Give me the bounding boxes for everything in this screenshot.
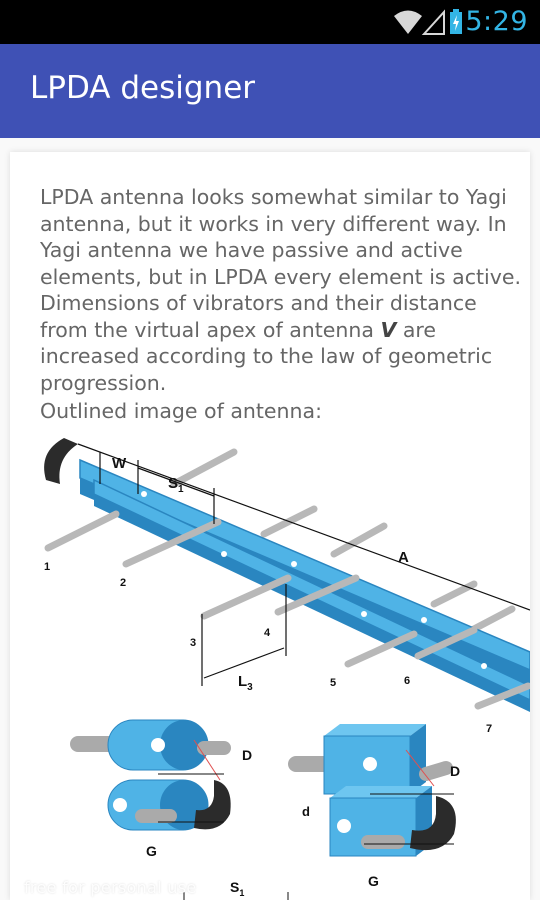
feed-cable (44, 438, 78, 484)
antenna-elements-front (44, 510, 532, 710)
label-l3: L3 (238, 673, 253, 693)
label-g-left: G (146, 843, 157, 859)
element-number-7: 7 (486, 723, 492, 735)
description-text-1: LPDA antenna looks somewhat similar to Y… (40, 185, 521, 342)
signal-icon (421, 9, 445, 35)
content-card: LPDA antenna looks somewhat similar to Y… (10, 152, 532, 900)
label-w: W (112, 455, 127, 472)
element-number-2: 2 (120, 577, 126, 589)
element-number-1: 1 (44, 561, 50, 573)
description-paragraph: LPDA antenna looks somewhat similar to Y… (40, 184, 526, 396)
description-text-2: are increased according to the law of ge… (40, 317, 493, 395)
watermark: free for personal use (24, 878, 197, 897)
bottom-s1-dimension (183, 892, 289, 900)
status-icons (392, 8, 464, 36)
element-number-5: 5 (330, 677, 336, 689)
wifi-icon (394, 10, 422, 34)
content-scroll-area[interactable]: LPDA antenna looks somewhat similar to Y… (0, 138, 540, 900)
label-s1: S1 (168, 475, 184, 495)
label-d-right: D (450, 763, 460, 779)
label-d-small: d (302, 804, 310, 819)
label-a: A (398, 549, 409, 566)
label-s1-bottom: S1 (230, 879, 244, 898)
status-bar: 5:29 (0, 0, 540, 44)
app-title: LPDA designer (30, 70, 256, 106)
detail-square-boom (288, 724, 456, 857)
label-g-right: G (368, 873, 379, 889)
app-bar: LPDA designer (0, 44, 540, 138)
label-d-left: D (242, 747, 252, 763)
element-number-3: 3 (190, 637, 196, 649)
battery-charging-icon (450, 9, 462, 34)
detail-round-boom (70, 719, 231, 831)
element-number-6: 6 (404, 675, 410, 687)
antenna-diagram: W S1 A L3 1 2 3 4 5 6 7 (34, 424, 532, 900)
diagram-caption: Outlined image of antenna: (40, 399, 322, 423)
apex-symbol: V (380, 317, 397, 342)
status-time: 5:29 (465, 6, 528, 37)
dimension-lines (77, 443, 531, 686)
element-number-4: 4 (264, 627, 271, 639)
